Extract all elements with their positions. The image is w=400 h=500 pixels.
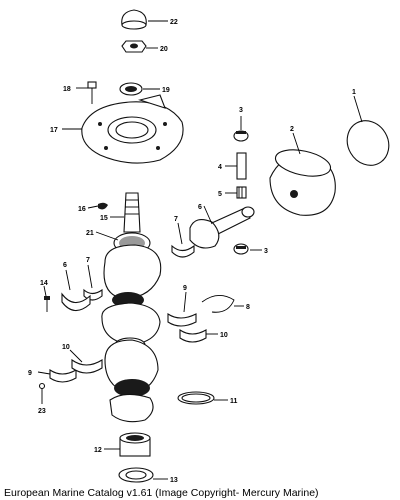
part-7-bearing-upper [171, 244, 195, 258]
leader-lines [37, 20, 363, 480]
exploded-parts-diagram: 22 20 19 18 17 1 2 3 4 5 6 7 3 16 15 21 … [28, 9, 390, 484]
callout-10-left: 10 [62, 344, 70, 351]
callout-3-bottom: 3 [264, 248, 268, 255]
callout-18: 18 [63, 86, 71, 93]
part-21-crankshaft [101, 232, 162, 423]
part-3-bushing-bottom [233, 243, 249, 255]
callout-3-top: 3 [239, 107, 243, 114]
callout-14: 14 [40, 280, 48, 287]
callout-12: 12 [94, 447, 102, 454]
part-14-bolt [44, 296, 50, 312]
catalog-caption: European Marine Catalog v1.61 (Image Cop… [4, 487, 319, 499]
part-6-rod-cap [61, 292, 91, 312]
callout-21: 21 [86, 230, 94, 237]
callout-1: 1 [352, 89, 356, 96]
callout-7-upper: 7 [174, 216, 178, 223]
callout-13: 13 [170, 477, 178, 484]
callout-2: 2 [290, 126, 294, 133]
callout-6-rod: 6 [198, 204, 202, 211]
callout-16: 16 [78, 206, 86, 213]
part-6-connecting-rod [189, 206, 255, 249]
callout-9-right: 9 [183, 285, 187, 292]
part-16-key [98, 202, 108, 210]
callout-15: 15 [100, 215, 108, 222]
callout-6-cap: 6 [63, 262, 67, 269]
callout-17: 17 [50, 127, 58, 134]
part-12-roller-bearing [119, 432, 151, 457]
part-17-plate [81, 94, 184, 164]
callout-4: 4 [218, 164, 222, 171]
part-9-bearing-left [49, 368, 77, 383]
part-20-nut [121, 40, 147, 53]
part-19-bearing [119, 82, 143, 96]
callout-8: 8 [246, 304, 250, 311]
part-23-pin [38, 382, 46, 390]
part-3-bushing-top [233, 130, 249, 142]
callout-20: 20 [160, 46, 168, 53]
part-13-washer [118, 467, 154, 483]
callout-11: 11 [230, 398, 238, 405]
part-11-ring [177, 391, 215, 405]
part-1-ring [346, 120, 390, 166]
part-18-screw [87, 81, 97, 104]
part-5-bearing [236, 186, 247, 199]
part-15-shaft [123, 192, 141, 233]
part-2-piston [269, 149, 336, 216]
callout-22: 22 [170, 19, 178, 26]
callout-7-lower: 7 [86, 257, 90, 264]
part-8-retaining-ring [201, 295, 235, 313]
callout-23: 23 [38, 408, 46, 415]
part-10-race-right [179, 328, 207, 343]
part-9-bearing-right [167, 312, 197, 327]
part-4-pin [236, 152, 247, 180]
callout-10-right: 10 [220, 332, 228, 339]
part-22-cap [121, 9, 147, 30]
callout-19: 19 [162, 87, 170, 94]
callout-5: 5 [218, 191, 222, 198]
part-10-race-left [71, 358, 103, 374]
callout-9-left: 9 [28, 370, 32, 377]
